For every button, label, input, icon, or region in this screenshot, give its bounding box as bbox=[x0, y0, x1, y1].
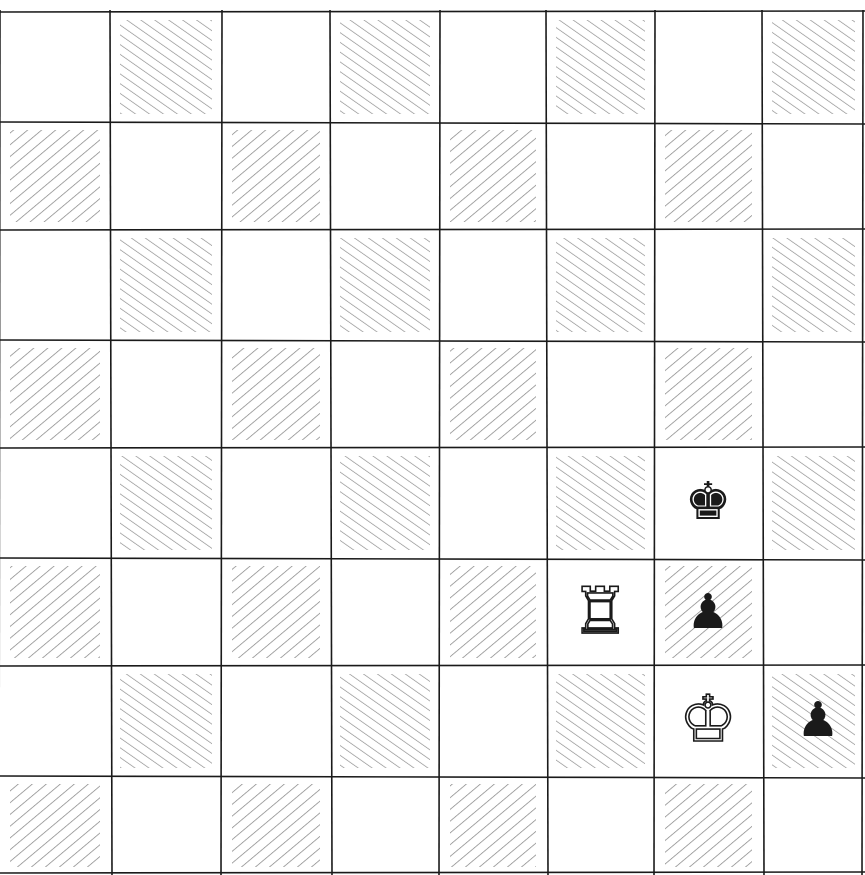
black-pawn-icon: ♟ bbox=[796, 696, 839, 744]
dark-square-hatching bbox=[340, 674, 430, 768]
dark-square-hatching bbox=[450, 784, 536, 867]
dark-square-hatching bbox=[340, 20, 430, 114]
black-pawn-piece[interactable]: ♟ bbox=[654, 558, 762, 666]
dark-square-hatching bbox=[232, 566, 320, 658]
grid-line-vertical bbox=[546, 10, 548, 875]
grid-line-vertical bbox=[221, 10, 222, 875]
dark-square-hatching bbox=[10, 566, 100, 658]
dark-square-hatching bbox=[450, 566, 536, 658]
white-rook-icon: ♖ bbox=[571, 580, 628, 644]
dark-square-hatching bbox=[772, 238, 855, 332]
dark-square-hatching bbox=[665, 130, 752, 222]
dark-square-hatching bbox=[665, 784, 752, 867]
dark-square-hatching bbox=[556, 674, 645, 768]
dark-square-hatching bbox=[450, 130, 536, 222]
black-king-piece[interactable]: ♚ bbox=[654, 448, 762, 556]
grid-line-horizontal bbox=[0, 11, 865, 12]
white-king-icon: ♔ bbox=[679, 688, 736, 752]
black-king-icon: ♚ bbox=[685, 476, 732, 528]
dark-square-hatching bbox=[120, 456, 212, 550]
grid-line-horizontal bbox=[0, 340, 865, 342]
dark-square-hatching bbox=[10, 130, 100, 222]
grid-line-vertical bbox=[110, 10, 112, 875]
dark-square-hatching bbox=[665, 348, 752, 440]
white-rook-piece[interactable]: ♖ bbox=[546, 558, 654, 666]
dark-square-hatching bbox=[232, 784, 320, 867]
dark-square-hatching bbox=[232, 348, 320, 440]
dark-square-hatching bbox=[10, 784, 100, 867]
dark-square-hatching bbox=[556, 238, 645, 332]
black-pawn-piece[interactable]: ♟ bbox=[764, 666, 865, 774]
dark-square-hatching bbox=[556, 456, 645, 550]
grid-line-horizontal bbox=[0, 872, 865, 873]
dark-square-hatching bbox=[120, 674, 212, 768]
dark-square-hatching bbox=[772, 20, 855, 114]
dark-square-hatching bbox=[556, 20, 645, 114]
dark-square-hatching bbox=[340, 238, 430, 332]
grid-line-vertical bbox=[439, 10, 440, 875]
dark-square-hatching bbox=[120, 238, 212, 332]
dark-square-hatching bbox=[340, 456, 430, 550]
dark-square-hatching bbox=[232, 130, 320, 222]
dark-square-hatching bbox=[772, 456, 855, 550]
grid-line-horizontal bbox=[0, 229, 865, 230]
dark-square-hatching bbox=[120, 20, 212, 114]
dark-square-hatching bbox=[10, 348, 100, 440]
black-pawn-icon: ♟ bbox=[686, 588, 729, 636]
grid-line-horizontal bbox=[0, 122, 865, 124]
grid-line-horizontal bbox=[0, 776, 865, 778]
grid-line-vertical bbox=[330, 10, 332, 875]
white-king-piece[interactable]: ♔ bbox=[654, 666, 762, 774]
dark-square-hatching bbox=[450, 348, 536, 440]
